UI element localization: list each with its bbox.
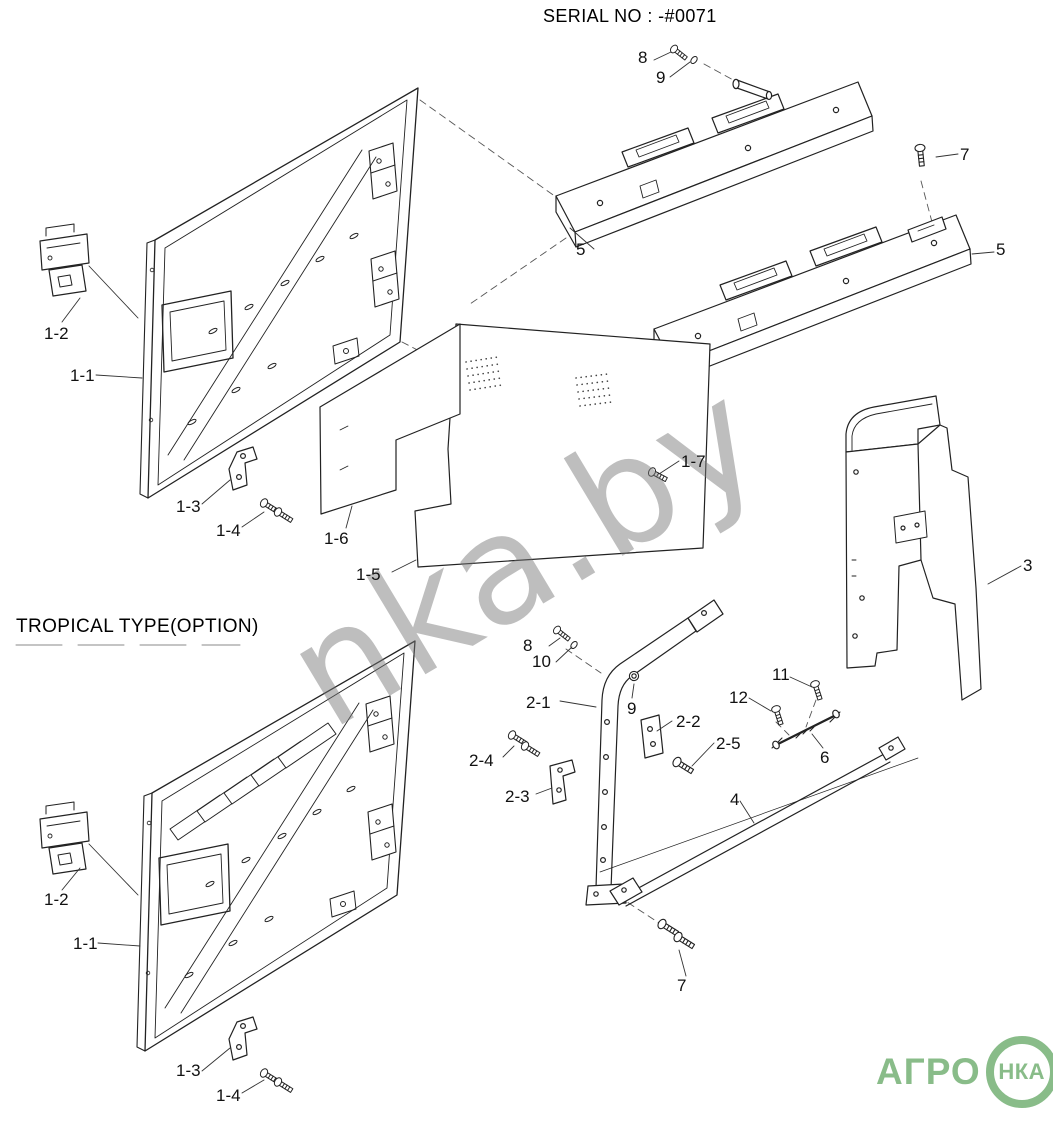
callout-7-top: 7 (960, 145, 970, 164)
callout-9-mid: 9 (627, 699, 637, 718)
logo-text-nka: НКА (998, 1059, 1046, 1084)
callout-2-1: 2-1 (526, 693, 551, 712)
callout-1-7: 1-7 (681, 452, 706, 471)
callout-1-4-bottom: 1-4 (216, 1086, 241, 1105)
callout-5-right: 5 (996, 240, 1006, 259)
tropical-type-label: TROPICAL TYPE(OPTION) (16, 616, 259, 637)
callout-1-6: 1-6 (324, 529, 349, 548)
callout-1-4-top: 1-4 (216, 521, 241, 540)
callout-11: 11 (772, 665, 790, 684)
callout-10: 10 (532, 652, 551, 671)
leader-lines (61, 51, 1022, 1094)
rod-6 (771, 709, 841, 750)
bolt-7-bottom-b-icon (671, 930, 697, 952)
rail-end-bracket (907, 216, 947, 243)
bolt-8-mid-icon (551, 624, 573, 644)
logo-text-agro: АГРО (876, 1051, 981, 1092)
callout-6: 6 (820, 748, 830, 767)
door-panel-lower-tropical (136, 640, 416, 1052)
cross-bar-4 (599, 736, 919, 907)
bracket-2-3 (549, 759, 576, 805)
callout-8-top: 8 (638, 48, 648, 67)
bolt-2-5-icon (670, 755, 696, 777)
callout-2-4: 2-4 (469, 751, 494, 770)
bolt-8-top-icon (668, 43, 690, 63)
plate-2-2 (640, 714, 664, 759)
bolts-1-4-lower (258, 1066, 295, 1095)
callout-9-top: 9 (656, 68, 666, 87)
callout-1-3-top: 1-3 (176, 497, 201, 516)
callout-5-left: 5 (576, 240, 586, 259)
callout-8-mid: 8 (523, 636, 533, 655)
callout-4: 4 (730, 790, 740, 809)
bolt-12-icon (770, 703, 786, 727)
logo-circle: НКА (985, 1036, 1053, 1108)
bolt-2-4b-icon (519, 739, 542, 759)
latch-1-2-lower (39, 801, 90, 875)
callout-12: 12 (729, 688, 748, 707)
rail-bracket-5-upper (555, 81, 874, 248)
callout-1-1-top: 1-1 (70, 366, 95, 385)
callout-2-2: 2-2 (676, 712, 701, 731)
callout-2-3: 2-3 (505, 787, 530, 806)
washer-9-top-icon (688, 54, 700, 66)
bolt-7-top-icon (914, 143, 928, 168)
callout-1-2-bottom: 1-2 (44, 890, 69, 909)
callout-1-5: 1-5 (356, 565, 381, 584)
serial-number-title: SERIAL NO : -#0071 (543, 6, 717, 26)
bracket-1-3-upper (228, 446, 258, 491)
side-panel-3 (845, 395, 982, 701)
bracket-1-3-lower (228, 1016, 258, 1061)
callout-1-2-top: 1-2 (44, 324, 69, 343)
mount-pin (732, 78, 773, 101)
nut-9-mid-icon (628, 670, 640, 682)
callout-3: 3 (1023, 556, 1033, 575)
bolt-11-icon (809, 678, 825, 702)
callout-1-3-bottom: 1-3 (176, 1061, 201, 1080)
cover-panel-1-5 (414, 323, 711, 568)
latch-1-2-upper (39, 223, 90, 297)
callout-1-1-bottom: 1-1 (73, 934, 98, 953)
tropical-door-louvers (169, 722, 337, 841)
callout-2-5: 2-5 (716, 734, 741, 753)
bolts-1-4-upper (258, 496, 295, 525)
agronka-logo: АГРО НКА (876, 1036, 1053, 1108)
notched-panel-1-6 (319, 323, 461, 515)
callout-7-bottom: 7 (677, 976, 687, 995)
